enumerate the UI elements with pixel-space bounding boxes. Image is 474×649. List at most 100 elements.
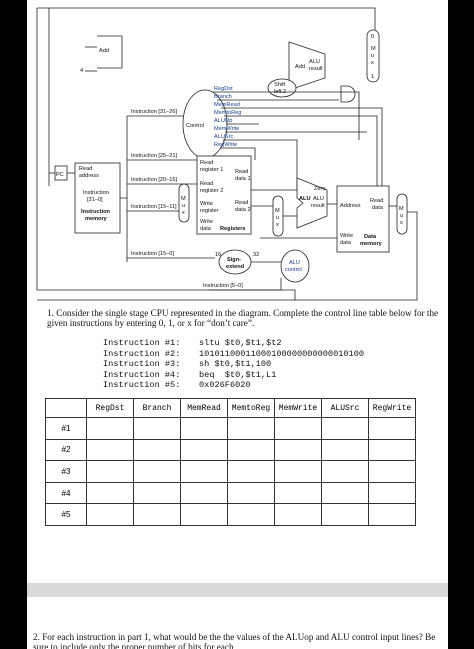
bits-16-label: 16	[215, 252, 221, 258]
mux-alu-letters: M	[275, 208, 280, 214]
cell-4-regdst[interactable]	[86, 481, 134, 505]
instr-31-26-label: Instruction [31–26]	[131, 109, 177, 115]
question-1: 1. Consider the single stage CPU represe…	[47, 308, 439, 328]
row-label-5: #5	[45, 503, 87, 526]
cell-4-branch[interactable]	[133, 481, 181, 505]
signal-branch: Branch	[214, 94, 232, 100]
instr-15-11-label: Instruction [15–11]	[131, 204, 177, 210]
instruction-list: Instruction #1:sltu $t0,$t1,$t2 Instruct…	[103, 338, 364, 391]
cell-5-memwrite[interactable]	[274, 503, 322, 526]
instr-20-16-label: Instruction [20–16]	[131, 177, 177, 183]
cell-1-memtoreg[interactable]	[227, 417, 275, 440]
cell-4-memwrite[interactable]	[274, 481, 322, 505]
cell-3-memtoreg[interactable]	[227, 460, 275, 483]
cell-2-memread[interactable]	[180, 438, 228, 462]
cell-5-branch[interactable]	[133, 503, 181, 526]
pc-label: PC	[56, 172, 64, 178]
rf-read-reg1-label-2: register 1	[200, 167, 223, 173]
cell-2-alusrc[interactable]	[321, 438, 369, 462]
alu-result-top-label: ALU	[309, 59, 320, 65]
instr-15-0-label: Instruction [15–0]	[131, 251, 174, 257]
instr-25-21-label: Instruction [25–21]	[131, 153, 177, 159]
table-header-regwrite: RegWrite	[368, 398, 416, 418]
rf-read-reg2-label: Read	[200, 181, 213, 187]
cell-2-regdst[interactable]	[86, 438, 134, 462]
cell-3-memwrite[interactable]	[274, 460, 322, 483]
cell-2-memtoreg[interactable]	[227, 438, 275, 462]
cell-1-branch[interactable]	[133, 417, 181, 440]
cell-3-branch[interactable]	[133, 460, 181, 483]
alu-control-label-2: control	[285, 267, 302, 273]
alu-result-label: ALU	[313, 196, 324, 202]
im-title-label: Instruction	[81, 209, 110, 215]
add-alu-label: Add	[295, 64, 305, 70]
rf-read-data2-label: Read	[235, 200, 248, 206]
dm-title-label-2: memory	[360, 241, 383, 247]
row-label-2: #2	[45, 438, 87, 462]
cell-1-memwrite[interactable]	[274, 417, 322, 440]
im-read-address-label: Read	[79, 166, 92, 172]
mux-top-1: 1	[371, 74, 374, 80]
table-row: #5	[45, 503, 416, 526]
cell-2-branch[interactable]	[133, 438, 181, 462]
cell-3-regdst[interactable]	[86, 460, 134, 483]
mux-top-letters-x: x	[371, 60, 374, 66]
rf-read-reg1-label: Read	[200, 160, 213, 166]
page-2: 2. For each instruction in part 1, what …	[27, 597, 448, 649]
table-header-memread: MemRead	[180, 398, 228, 418]
bits-32-label: 32	[253, 252, 259, 258]
cell-3-regwrite[interactable]	[368, 460, 416, 483]
rf-read-reg2-label-2: register 2	[200, 188, 223, 194]
add-top-label: Add	[99, 48, 109, 54]
cell-4-memread[interactable]	[180, 481, 228, 505]
question-2: 2. For each instruction in part 1, what …	[33, 632, 436, 649]
cell-5-memtoreg[interactable]	[227, 503, 275, 526]
im-instruction-label: Instruction	[83, 190, 109, 196]
row-label-1: #1	[45, 417, 87, 440]
rf-write-reg-label: Write	[200, 201, 213, 207]
table-row: #3	[45, 460, 416, 483]
rf-write-data-label: Write	[200, 219, 213, 225]
cell-5-alusrc[interactable]	[321, 503, 369, 526]
signal-regdst: RegDst	[214, 86, 233, 92]
cell-1-alusrc[interactable]	[321, 417, 369, 440]
instruction-2: Instruction #2:1010110001100010000000000…	[103, 348, 365, 359]
mux-rf-letters: M	[181, 196, 186, 202]
mux-dm-letters-x: x	[400, 220, 403, 226]
cell-4-alusrc[interactable]	[321, 481, 369, 505]
rf-read-data1-label-2: data 1	[235, 176, 251, 182]
alu-control-label: ALU	[289, 260, 300, 266]
cell-2-memwrite[interactable]	[274, 438, 322, 462]
datapath-diagram: Add 4 Add ALU result Shift left 2 0 M u …	[36, 7, 418, 301]
signal-memwrite: MemWrite	[214, 126, 239, 132]
im-read-address-label-2: address	[79, 173, 99, 179]
mux-dm-letters-u: u	[400, 213, 403, 219]
cell-5-regwrite[interactable]	[368, 503, 416, 526]
cell-3-memread[interactable]	[180, 460, 228, 483]
control-table: RegDst Branch MemRead MemtoReg MemWrite …	[45, 398, 416, 526]
cell-4-regwrite[interactable]	[368, 481, 416, 505]
dm-write-data-label: Write	[340, 233, 353, 239]
im-title-label-2: memory	[85, 216, 108, 222]
table-header-corner	[45, 398, 87, 418]
table-header-regdst: RegDst	[86, 398, 134, 418]
cell-4-memtoreg[interactable]	[227, 481, 275, 505]
page-1: Add 4 Add ALU result Shift left 2 0 M u …	[27, 0, 448, 583]
cell-1-regdst[interactable]	[86, 417, 134, 440]
cell-2-regwrite[interactable]	[368, 438, 416, 462]
dm-read-data-label-2: data	[372, 205, 384, 211]
cell-3-alusrc[interactable]	[321, 460, 369, 483]
rf-title-label: Registers	[220, 226, 246, 232]
dm-write-data-label-2: data	[340, 240, 352, 246]
instruction-1: Instruction #1:sltu $t0,$t1,$t2	[103, 338, 282, 348]
mux-top-letters-u: u	[371, 53, 374, 59]
dm-address-label: Address	[340, 203, 361, 209]
cell-5-regdst[interactable]	[86, 503, 134, 526]
cell-5-memread[interactable]	[180, 503, 228, 526]
mux-alu-letters-u: u	[276, 215, 279, 221]
cell-1-memread[interactable]	[180, 417, 228, 440]
rf-read-data2-label-2: data 2	[235, 207, 251, 213]
table-header-branch: Branch	[133, 398, 181, 418]
cell-1-regwrite[interactable]	[368, 417, 416, 440]
sign-extend-label: Sign-	[227, 257, 241, 263]
